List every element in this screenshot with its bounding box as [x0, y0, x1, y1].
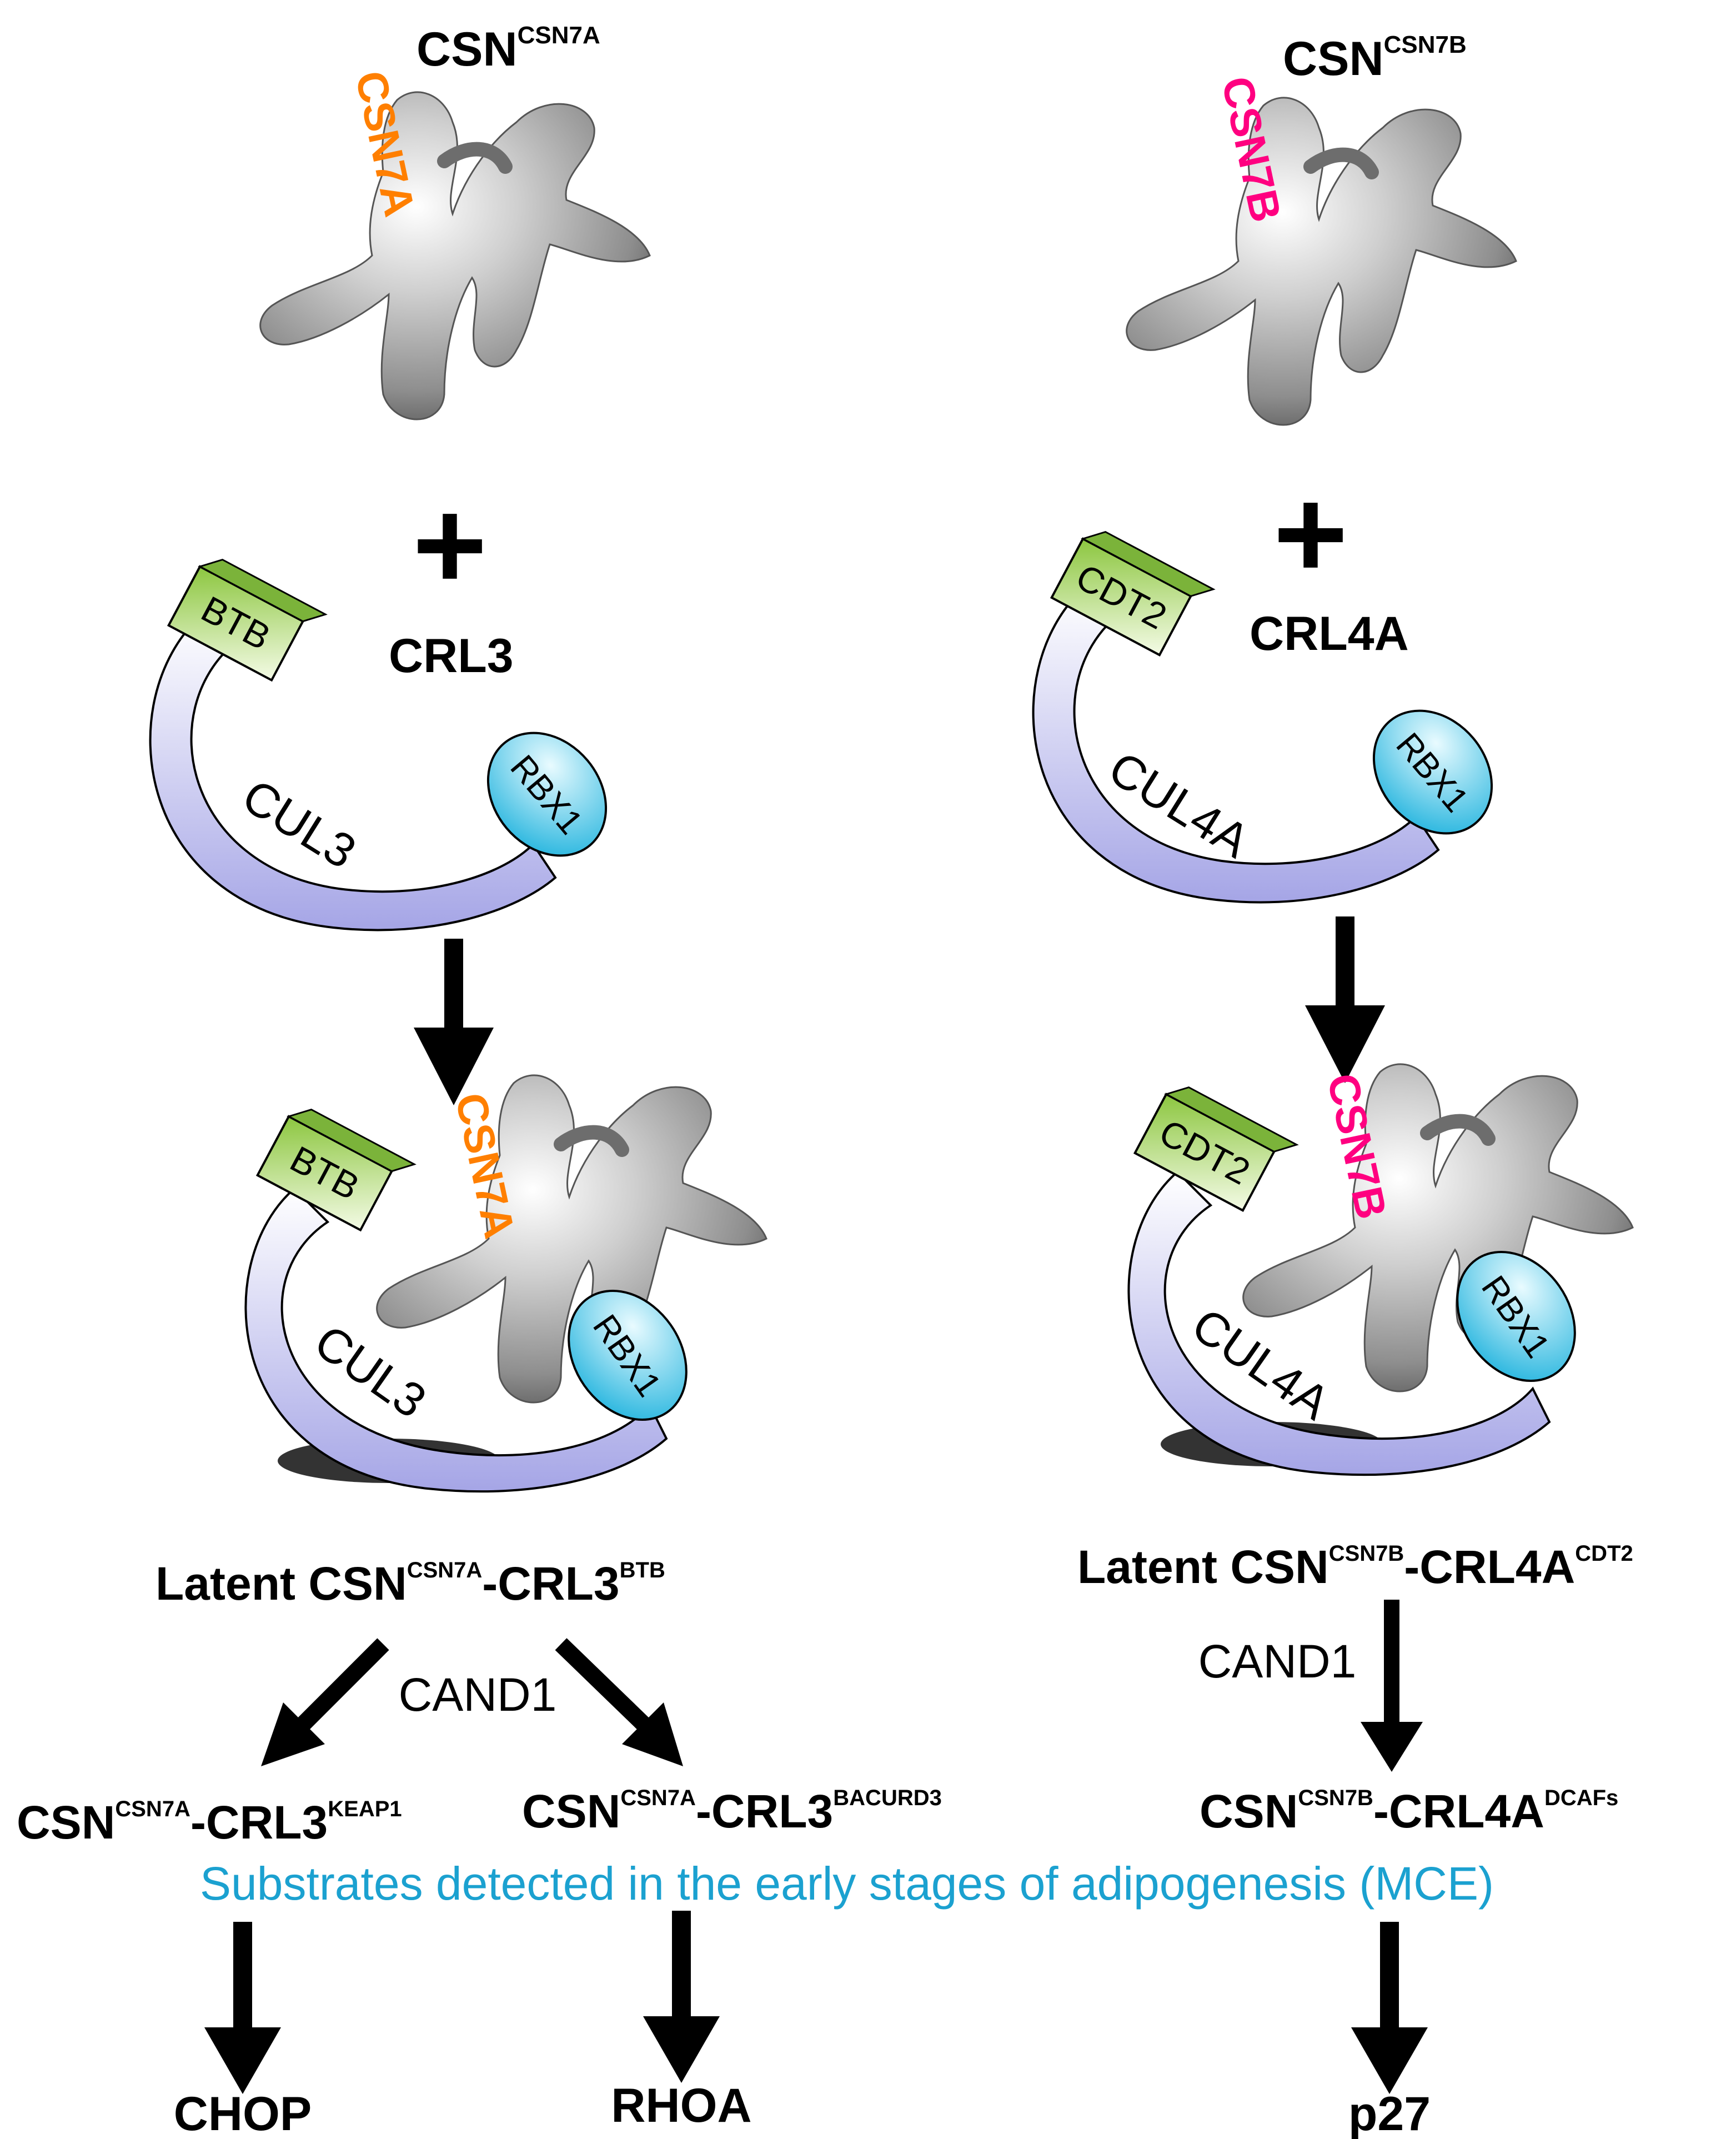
right-product-dcafs: CSNCSN7B-CRL4ADCAFs	[1200, 1785, 1618, 1837]
left-btb-box: BTB	[167, 558, 328, 682]
right-crl4a-label: CRL4A	[1250, 607, 1409, 660]
right-rbx1-ellipse: RBX1	[1372, 709, 1493, 835]
right-complex-cdt2-box: CDT2	[1133, 1086, 1299, 1212]
left-plus-sign: +	[413, 473, 487, 616]
left-rbx1-ellipse: RBX1	[486, 732, 608, 857]
right-down-arrow	[1305, 916, 1385, 1083]
left-split-arrow-2	[555, 1638, 683, 1766]
p27-arrow	[1351, 1922, 1428, 2094]
left-csn-title: CSNCSN7A	[417, 22, 600, 76]
left-split-arrow-1	[261, 1638, 389, 1766]
right-cand1-label: CAND1	[1198, 1635, 1357, 1687]
left-crl3-complex: CUL3 BTB RBX1	[149, 558, 608, 931]
right-complex-rbx1-ellipse: RBX1	[1456, 1251, 1576, 1382]
left-latent-label: Latent CSNCSN7A-CRL3BTB	[155, 1557, 665, 1610]
right-csn-title: CSNCSN7B	[1283, 31, 1467, 86]
substrate-p27: p27	[1348, 2087, 1431, 2139]
left-complex-btb-box: BTB	[255, 1108, 417, 1232]
right-csn-complex	[1127, 98, 1516, 425]
right-latent-label: Latent CSNCSN7B-CRL4ACDT2	[1077, 1541, 1633, 1593]
right-complex-cul4a-arc	[1127, 1170, 1551, 1476]
substrates-caption: Substrates detected in the early stages …	[200, 1857, 1494, 1910]
right-cdt2-box: CDT2	[1050, 530, 1216, 657]
left-complex-cul3-arc	[244, 1187, 668, 1493]
right-cul4a-arc	[1032, 587, 1440, 904]
right-latent-complex: CUL4A CDT2 RBX1 CSN7B	[1127, 1064, 1633, 1476]
substrate-chop: CHOP	[174, 2087, 312, 2139]
left-crl3-label: CRL3	[389, 629, 514, 683]
right-cand1-arrow	[1361, 1600, 1423, 1772]
left-latent-complex: CUL3 BTB RBX1 CSN7A	[244, 1075, 766, 1493]
substrate-rhoa: RHOA	[611, 2079, 751, 2132]
left-product-bacurd3: CSNCSN7A-CRL3BACURD3	[522, 1785, 942, 1837]
left-complex-rbx1-ellipse: RBX1	[568, 1290, 688, 1421]
left-cul3-arc	[149, 615, 557, 931]
left-cand1-label: CAND1	[399, 1669, 557, 1721]
right-plus-sign: +	[1273, 462, 1348, 605]
left-product-keap1: CSNCSN7A-CRL3KEAP1	[17, 1796, 402, 1849]
rhoa-arrow	[643, 1911, 720, 2083]
left-csn-complex	[260, 92, 650, 419]
left-down-arrow	[414, 939, 494, 1105]
chop-arrow	[204, 1922, 281, 2094]
